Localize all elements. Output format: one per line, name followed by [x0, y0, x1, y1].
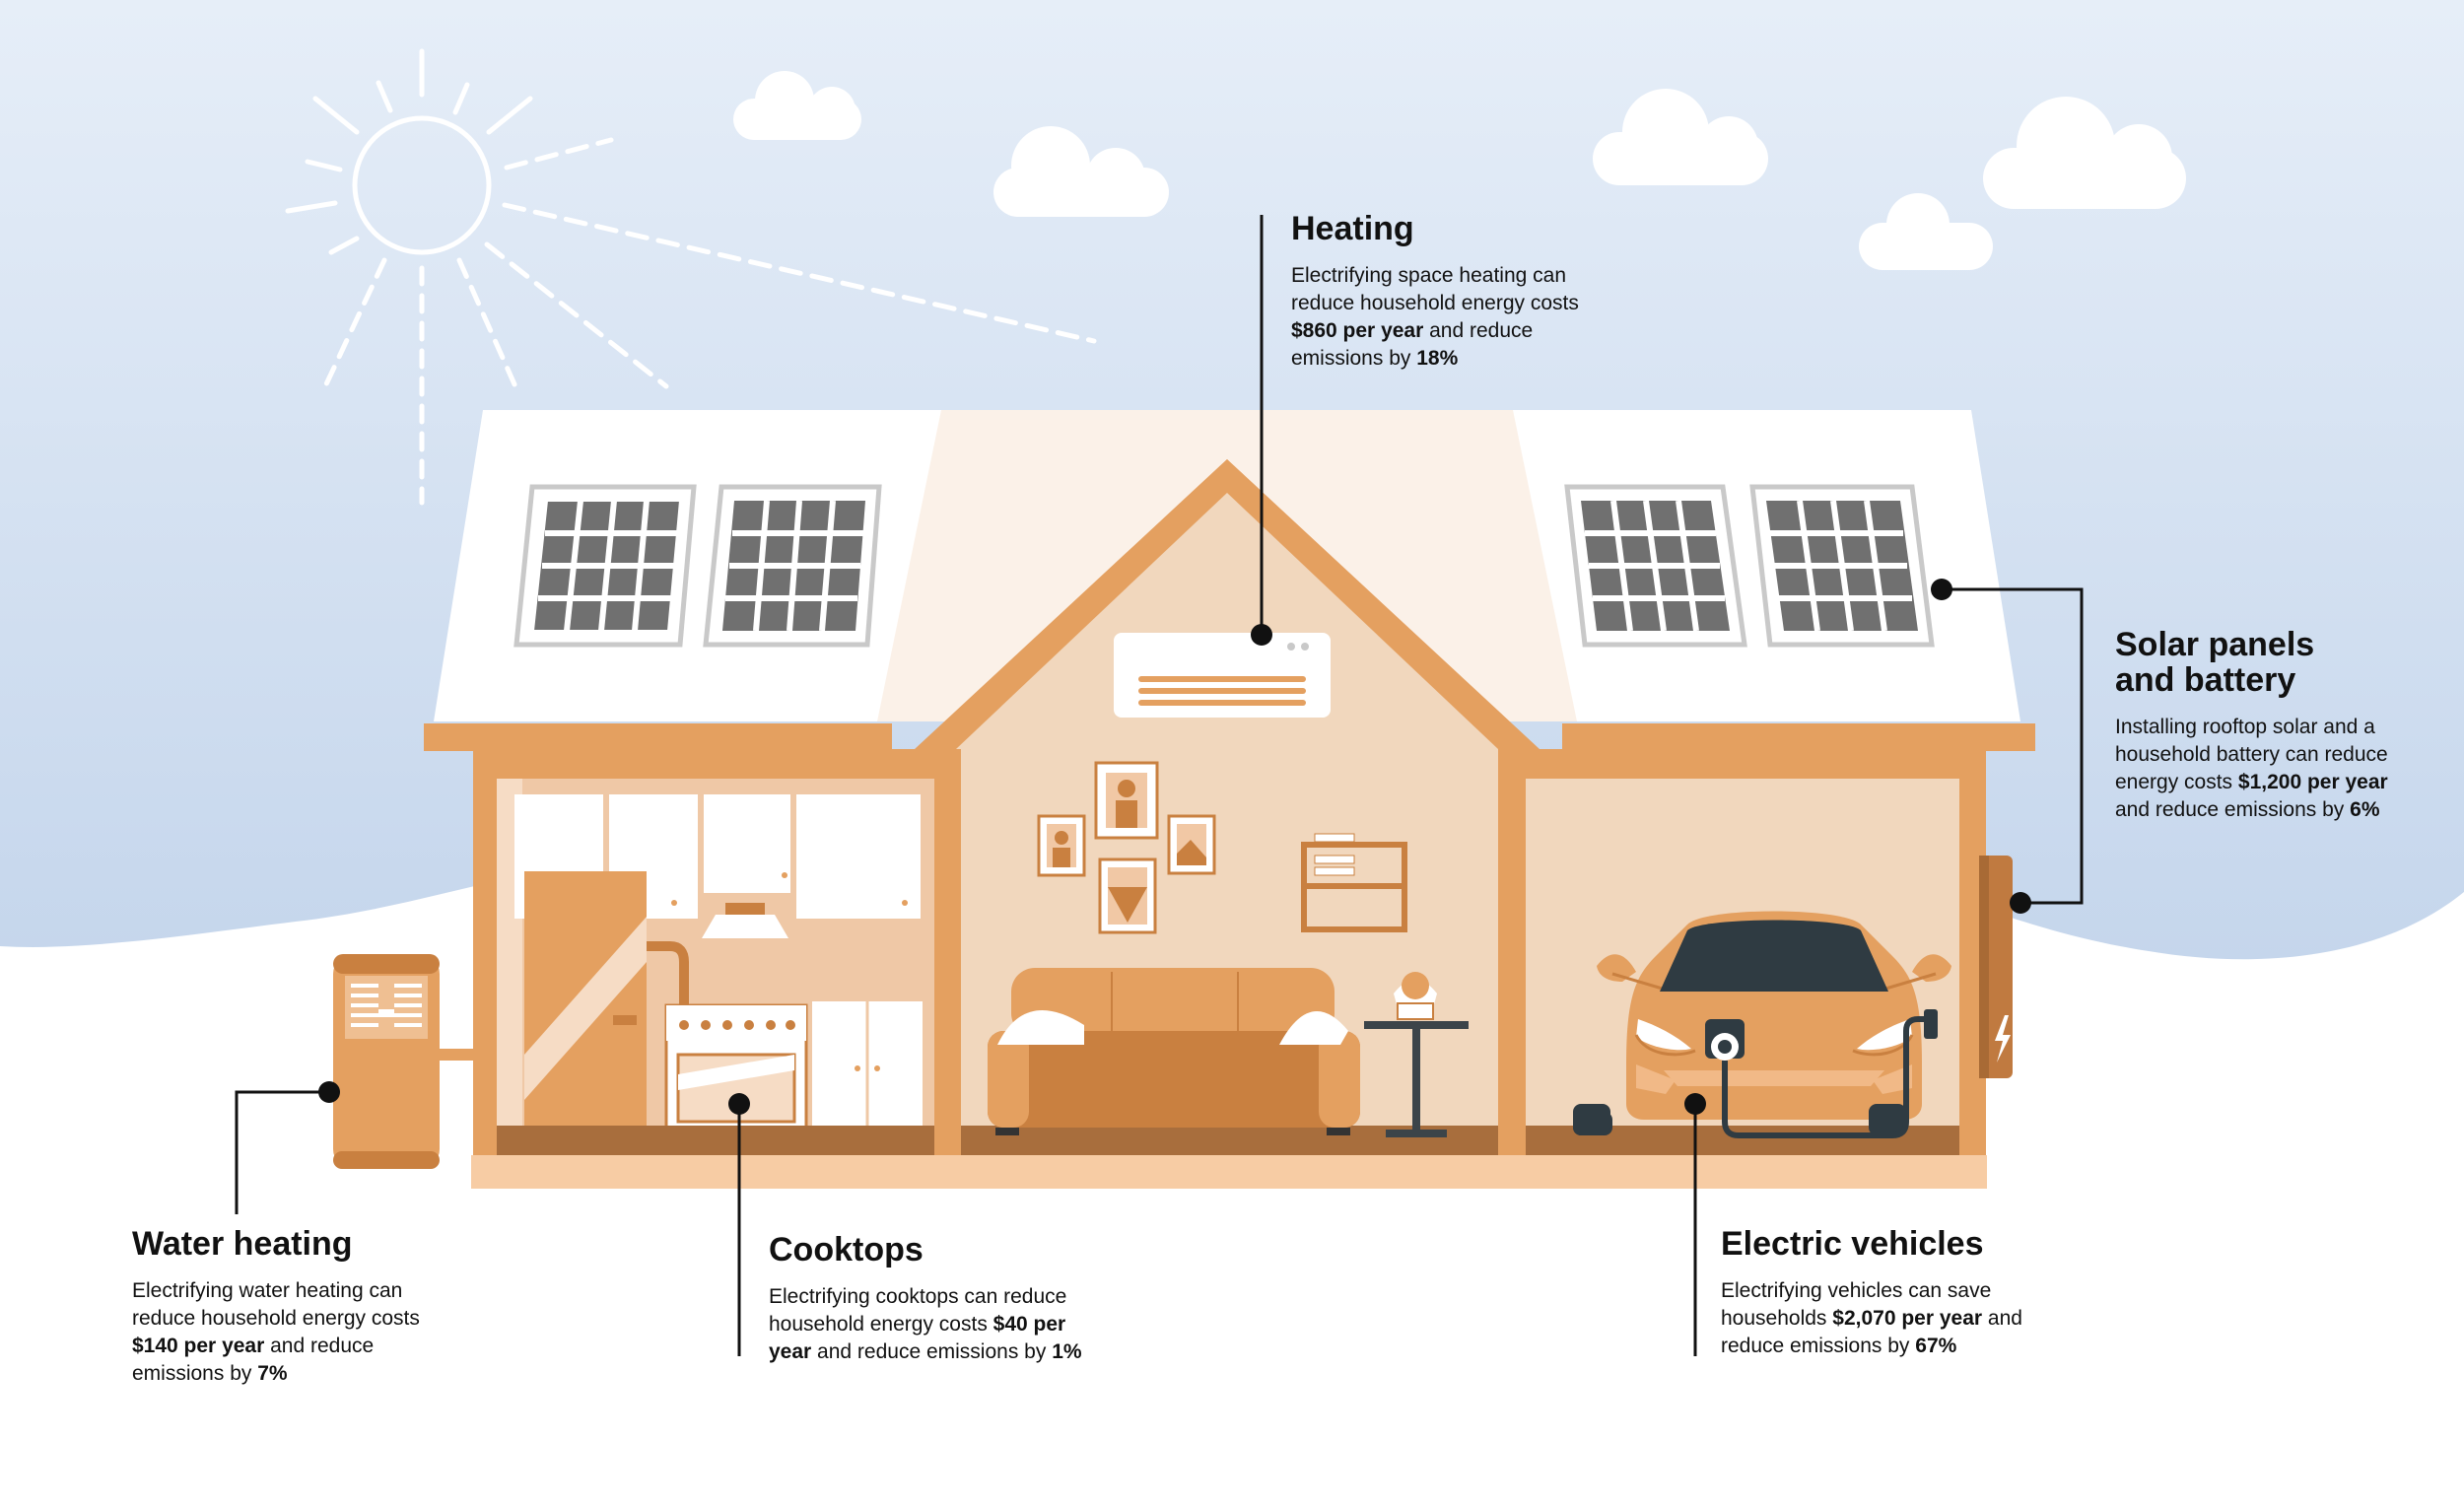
callout-text: Installing rooftop solar and a household… — [2115, 716, 2388, 793]
callout-text: Electrifying cooktops can reduce househo… — [769, 1285, 1067, 1336]
solar-panel — [513, 484, 697, 648]
callout-cost: $2,070 per year — [1832, 1307, 1983, 1330]
callout-description: Electrifying vehicles can save household… — [1721, 1277, 2056, 1360]
callout-title: Cooktops — [769, 1231, 924, 1268]
callout-text: and reduce emissions by — [1291, 319, 1534, 370]
kitchen-room — [424, 723, 961, 1161]
callout-text: Electrifying vehicles can save household… — [1721, 1279, 1992, 1330]
electric-vehicle-icon — [1573, 911, 1951, 1138]
wall-picture — [1094, 761, 1159, 840]
callout-water-heating: Water heating Electrifying water heating… — [132, 1226, 457, 1388]
callout-text: and reduce emissions by — [132, 1335, 375, 1385]
callout-text: and reduce emissions by — [1721, 1307, 2022, 1357]
callout-title: Electric vehicles — [1721, 1225, 1984, 1263]
cloud-icon — [1983, 97, 2186, 209]
callout-text: and reduce emissions by — [2115, 798, 2351, 821]
callout-description: Electrifying cooktops can reduce househo… — [769, 1283, 1114, 1366]
wall-picture — [1167, 814, 1216, 875]
callout-cost: $860 per year — [1291, 319, 1424, 342]
side-table — [1364, 972, 1469, 1137]
callout-title-line: and battery — [2115, 661, 2296, 699]
callout-emissions: 67% — [1915, 1335, 1957, 1357]
callout-title: Water heating — [132, 1225, 353, 1263]
callout-electric-vehicles: Electric vehicles Electrifying vehicles … — [1721, 1226, 2056, 1360]
cloud-icon — [1859, 193, 1993, 270]
callout-emissions: 18% — [1416, 347, 1459, 370]
wall-shelf — [1301, 833, 1407, 932]
wall-picture — [1037, 814, 1086, 877]
callout-description: Electrifying space heating can reduce ho… — [1291, 262, 1616, 373]
leader-lines — [235, 215, 2084, 1356]
callout-description: Installing rooftop solar and a household… — [2115, 714, 2391, 824]
callout-description: Electrifying water heating can reduce ho… — [132, 1277, 457, 1388]
callout-markers — [318, 579, 2031, 1115]
callout-emissions: 7% — [257, 1362, 288, 1385]
sun-icon — [285, 48, 1097, 506]
callout-cost: $40 per year — [769, 1313, 1066, 1363]
living-room — [961, 633, 1498, 1155]
solar-panel — [1564, 484, 1747, 648]
callout-emissions: 1% — [1052, 1340, 1082, 1363]
battery-icon — [1979, 856, 2013, 1078]
callout-cooktops: Cooktops Electrifying cooktops can reduc… — [769, 1232, 1114, 1366]
solar-panel — [703, 484, 882, 648]
foundation — [471, 1155, 1987, 1189]
callout-title-line: Solar panels — [2115, 626, 2315, 663]
sofa — [988, 968, 1360, 1135]
air-conditioner-icon — [1114, 633, 1331, 718]
callout-text: and reduce emissions by — [811, 1340, 1053, 1363]
callout-title: Heating — [1291, 210, 1414, 247]
callout-text: Electrifying space heating can reduce ho… — [1291, 264, 1579, 314]
cloud-icon — [993, 126, 1169, 217]
solar-panel — [1749, 484, 1935, 648]
cloud-icon — [1593, 89, 1768, 185]
callout-text: Electrifying water heating can reduce ho… — [132, 1279, 420, 1330]
cloud-icon — [733, 71, 861, 140]
wall-picture — [1098, 857, 1157, 934]
callout-cost: $140 per year — [132, 1335, 265, 1357]
callout-cost: $1,200 per year — [2237, 771, 2388, 793]
callout-emissions: 6% — [2350, 798, 2380, 821]
water-heater-icon — [333, 954, 483, 1169]
callout-heating: Heating Electrifying space heating can r… — [1291, 211, 1616, 373]
